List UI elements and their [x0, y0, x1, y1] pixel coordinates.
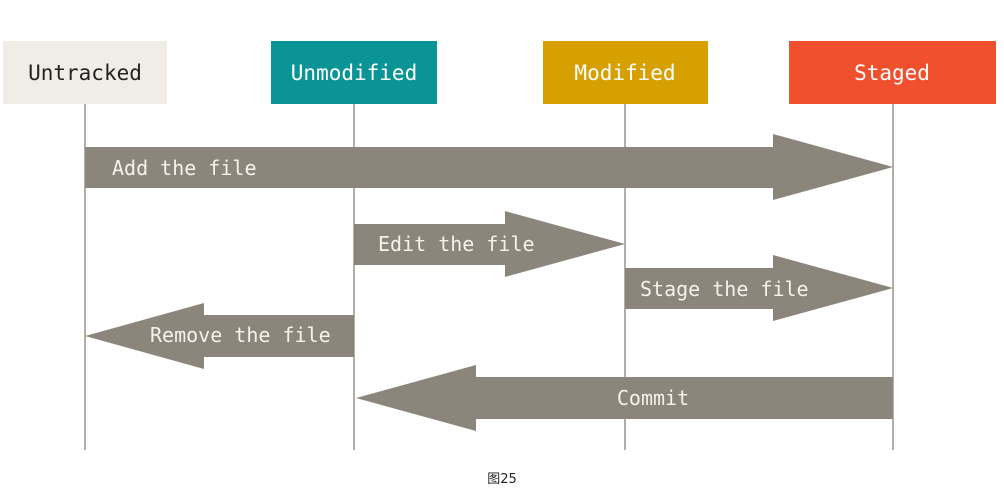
state-label-modified: Modified — [574, 61, 675, 85]
state-untracked: Untracked — [3, 41, 167, 104]
arrow-remove-shape — [85, 303, 354, 369]
transition-arrows: Add the file Edit the file Stage the fil… — [85, 134, 893, 431]
arrow-edit-label: Edit the file — [378, 232, 535, 256]
arrow-add-shape — [85, 134, 893, 200]
state-label-unmodified: Unmodified — [291, 61, 417, 85]
state-label-staged: Staged — [854, 61, 930, 85]
arrow-remove-label: Remove the file — [150, 323, 331, 347]
state-box-modified — [543, 41, 708, 104]
arrow-commit: Commit — [356, 365, 893, 431]
state-label-untracked: Untracked — [28, 61, 142, 85]
state-unmodified: Unmodified — [271, 41, 437, 104]
arrow-commit-label: Commit — [617, 386, 689, 410]
arrow-stage-shape — [625, 255, 893, 321]
arrow-stage-the-file: Stage the file — [625, 255, 893, 321]
arrow-add-the-file: Add the file — [85, 134, 893, 200]
figure-caption: 图25 — [487, 472, 517, 487]
arrow-stage-label: Stage the file — [640, 277, 809, 301]
arrow-edit-the-file: Edit the file — [354, 211, 625, 277]
state-staged: Staged — [789, 41, 996, 104]
state-box-staged — [789, 41, 996, 104]
arrow-edit-shape — [354, 211, 625, 277]
state-modified: Modified — [543, 41, 708, 104]
state-box-unmodified — [271, 41, 437, 104]
arrow-commit-shape — [356, 365, 893, 431]
state-boxes: Untracked Unmodified Modified Staged — [3, 41, 996, 104]
arrow-add-label: Add the file — [112, 156, 257, 180]
state-box-untracked — [3, 41, 167, 104]
arrow-remove-the-file: Remove the file — [85, 303, 354, 369]
